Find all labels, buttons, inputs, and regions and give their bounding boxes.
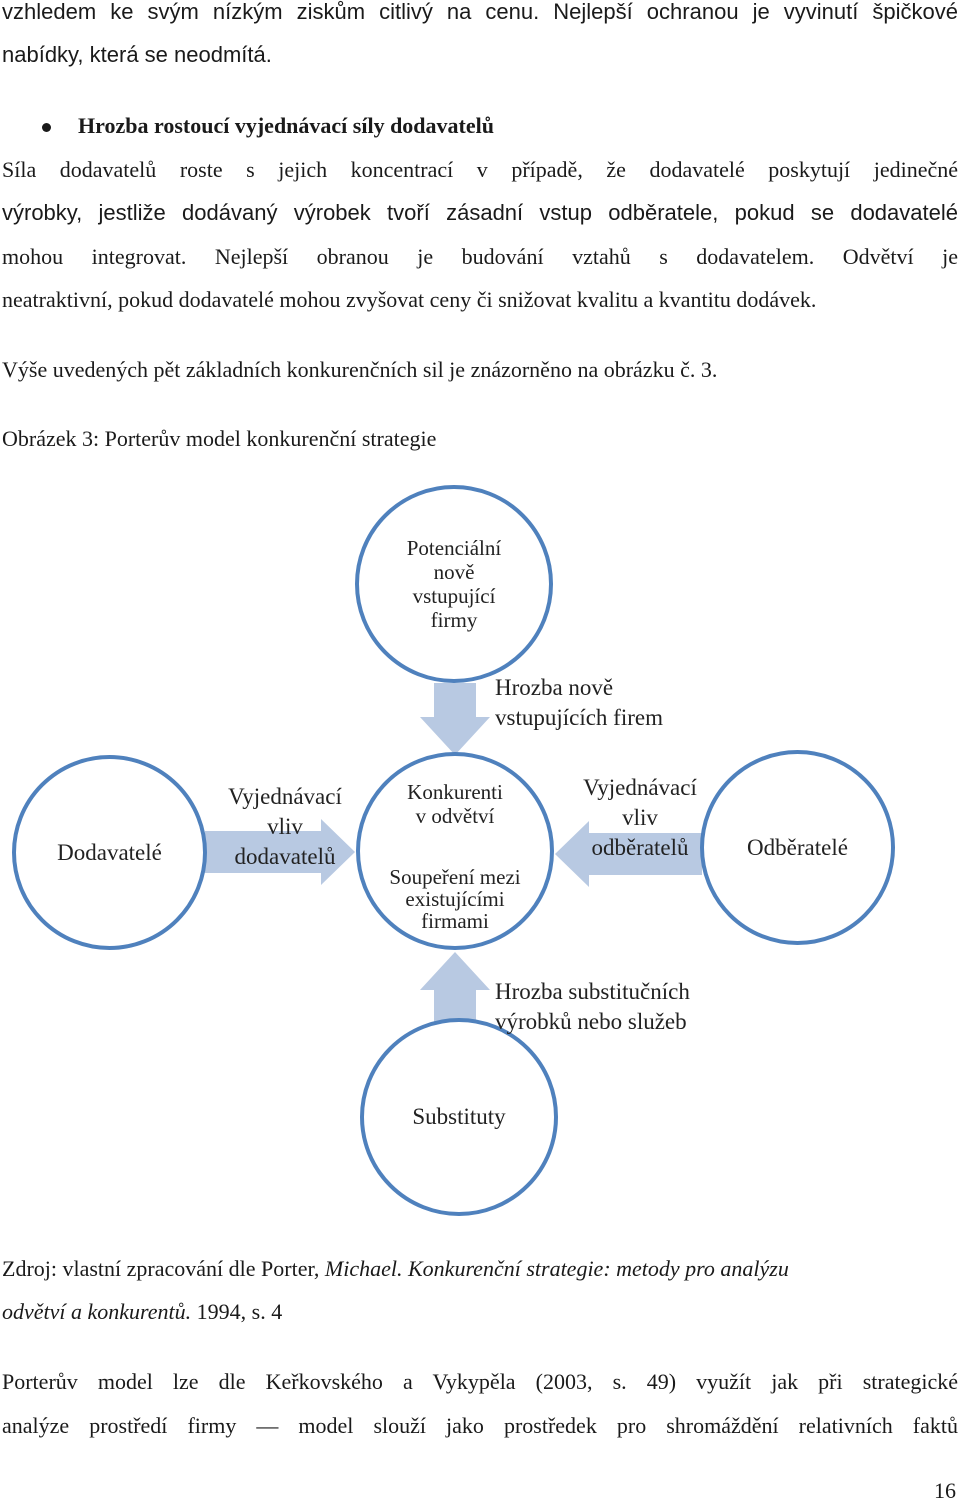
right-arrow-icon xyxy=(205,819,355,885)
down-arrow-icon xyxy=(420,683,490,755)
body-text-line: Porterův model lze dle Keřkovského a Vyk… xyxy=(2,1369,958,1394)
arrow-label-buyer-power: Vyjednávací vliv odběratelů xyxy=(560,773,720,863)
arrow-label-line: vliv xyxy=(267,814,303,839)
source-rest: 1994, s. 4 xyxy=(191,1299,283,1324)
circle-substitutes: Substituty xyxy=(360,1018,558,1216)
circle-customers: Odběratelé xyxy=(700,750,895,945)
body-text-line: Výše uvedených pět základních konkurenčn… xyxy=(2,357,718,382)
body-text-line: neatraktivní, pokud dodavatelé mohou zvy… xyxy=(2,287,817,312)
body-text-line: Síla dodavatelů roste s jejich koncentra… xyxy=(2,157,958,182)
circle-label-line: Potenciální xyxy=(406,536,502,560)
body-text-line: vzhledem ke svým nízkým ziskům citlivý n… xyxy=(2,0,958,24)
arrow-label-line: vstupujících firem xyxy=(495,705,663,730)
circle-label-line: nově xyxy=(433,560,475,584)
circle-label-line: firmy xyxy=(430,608,478,632)
body-text-line: mohou integrovat. Nejlepší obranou je bu… xyxy=(2,244,958,269)
figure-caption: Obrázek 3: Porterův model konkurenční st… xyxy=(2,426,437,451)
circle-label-line: existujícími xyxy=(405,887,505,911)
body-text-line: výrobky, jestliže dodávaný výrobek tvoří… xyxy=(2,200,958,225)
bullet-icon xyxy=(42,123,51,132)
page-number: 16 xyxy=(934,1478,956,1503)
arrow-label-line: dodavatelů xyxy=(234,844,336,869)
arrow-label-line: vliv xyxy=(622,805,658,830)
arrow-label-line: odběratelů xyxy=(591,835,689,860)
bullet-heading: Hrozba rostoucí vyjednávací síly dodavat… xyxy=(78,113,494,138)
arrow-label-line: Vyjednávací xyxy=(228,784,342,809)
circle-label-line: firmami xyxy=(421,909,489,933)
source-line: Zdroj: vlastní zpracování dle Porter, Mi… xyxy=(2,1254,789,1284)
circle-competitors: Konkurenti v odvětví Soupeření mezi exis… xyxy=(356,752,554,950)
arrow-label-supplier-power: Vyjednávací vliv dodavatelů xyxy=(205,782,365,872)
source-italic: odvětví a konkurentů. xyxy=(2,1299,192,1324)
circle-label-line: v odvětví xyxy=(415,804,495,828)
body-text-line: nabídky, která se neodmítá. xyxy=(2,42,272,67)
circle-suppliers: Dodavatelé xyxy=(12,755,207,950)
arrow-label-line: Hrozba nově xyxy=(495,675,614,700)
circle-label-line: vstupující xyxy=(412,584,496,608)
circle-new-entrants: Potenciální nově vstupující firmy xyxy=(355,485,553,683)
source-line: odvětví a konkurentů. 1994, s. 4 xyxy=(2,1297,282,1327)
circle-label-line: Konkurenti xyxy=(407,780,503,804)
arrow-label-new-entrants: Hrozba nově vstupujících firem xyxy=(495,673,663,733)
arrow-label-line: výrobků nebo služeb xyxy=(495,1009,687,1034)
arrow-label-line: Vyjednávací xyxy=(583,775,697,800)
left-arrow-icon xyxy=(555,821,702,887)
source-italic: Michael. Konkurenční strategie: metody p… xyxy=(324,1256,789,1281)
circle-label: Substituty xyxy=(412,1104,506,1129)
body-text-line: analýze prostředí firmy — model slouží j… xyxy=(2,1413,958,1438)
circle-label: Odběratelé xyxy=(747,834,848,860)
arrow-label-line: Hrozba substitučních xyxy=(495,979,690,1004)
circle-label: Dodavatelé xyxy=(57,839,162,865)
up-arrow-icon xyxy=(420,952,490,1027)
arrow-label-substitutes: Hrozba substitučních výrobků nebo služeb xyxy=(495,977,690,1037)
circle-label-line: Soupeření mezi xyxy=(389,865,521,889)
source-prefix: Zdroj: vlastní zpracování dle Porter, xyxy=(2,1256,325,1281)
